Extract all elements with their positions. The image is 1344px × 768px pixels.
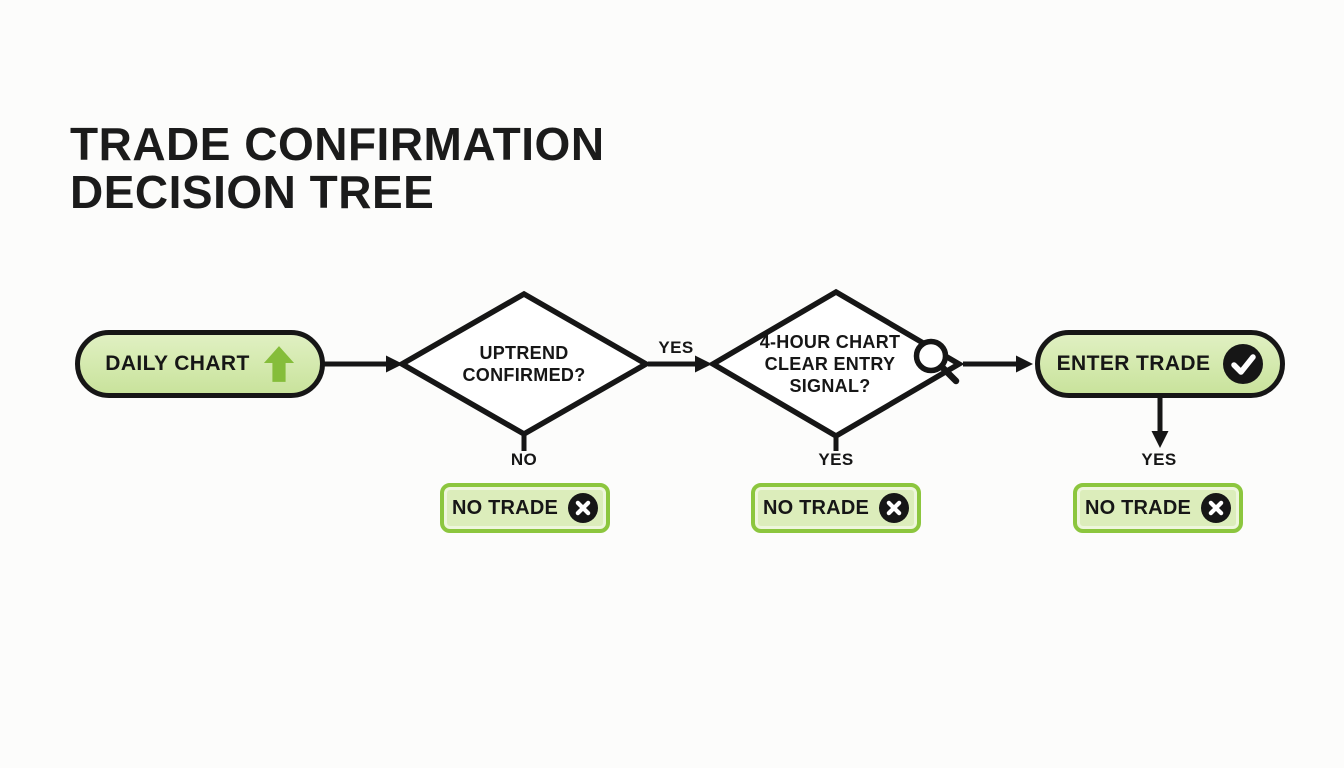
no-trade-label: NO TRADE	[1084, 496, 1192, 519]
arrowhead-icon	[386, 355, 403, 373]
edge-label-yes3: YES	[1141, 450, 1177, 469]
decision2-line2: CLEAR ENTRY	[764, 354, 896, 374]
decision2-line1: 4-HOUR CHART	[759, 332, 901, 352]
check-icon	[1223, 344, 1264, 384]
x-icon	[879, 493, 910, 523]
page-title: TRADE CONFIRMATION DECISION TREE	[70, 120, 770, 216]
edge-label-yes2: YES	[818, 450, 854, 469]
no-trade-label: NO TRADE	[762, 496, 870, 519]
decision1-line1: UPTREND	[479, 343, 569, 363]
connector-decision1-to-decision2	[648, 355, 712, 373]
decision2-text: 4-HOUR CHART CLEAR ENTRY SIGNAL?	[725, 331, 935, 397]
connector-decision2-to-end	[963, 355, 1033, 373]
x-icon	[1201, 493, 1232, 523]
no-trade-label: NO TRADE	[451, 496, 559, 519]
daily-chart-node: DAILY CHART	[75, 330, 325, 398]
edge-label-no1: NO	[510, 450, 538, 469]
page-title-line2: DECISION TREE	[70, 166, 435, 218]
decision2-line3: SIGNAL?	[789, 376, 871, 396]
page-title-line1: TRADE CONFIRMATION	[70, 118, 605, 170]
decision1-text: UPTREND CONFIRMED?	[419, 342, 629, 386]
no-trade-box: NO TRADE	[751, 483, 921, 533]
edge-label-yes1: YES	[658, 338, 694, 357]
daily-chart-label: DAILY CHART	[105, 352, 250, 375]
no-trade-box: NO TRADE	[440, 483, 610, 533]
x-icon	[568, 493, 599, 523]
no-trade-box: NO TRADE	[1073, 483, 1243, 533]
decision1-line2: CONFIRMED?	[462, 365, 586, 385]
up-arrow-icon	[263, 344, 295, 384]
arrowhead-icon	[695, 355, 712, 373]
arrowhead-icon	[1151, 431, 1169, 448]
enter-trade-label: ENTER TRADE	[1056, 352, 1211, 375]
connector-end-down	[1151, 398, 1169, 448]
connector-start-to-decision1	[323, 355, 403, 373]
arrowhead-icon	[1016, 355, 1033, 373]
enter-trade-node: ENTER TRADE	[1035, 330, 1285, 398]
magnifier-icon	[913, 338, 960, 385]
